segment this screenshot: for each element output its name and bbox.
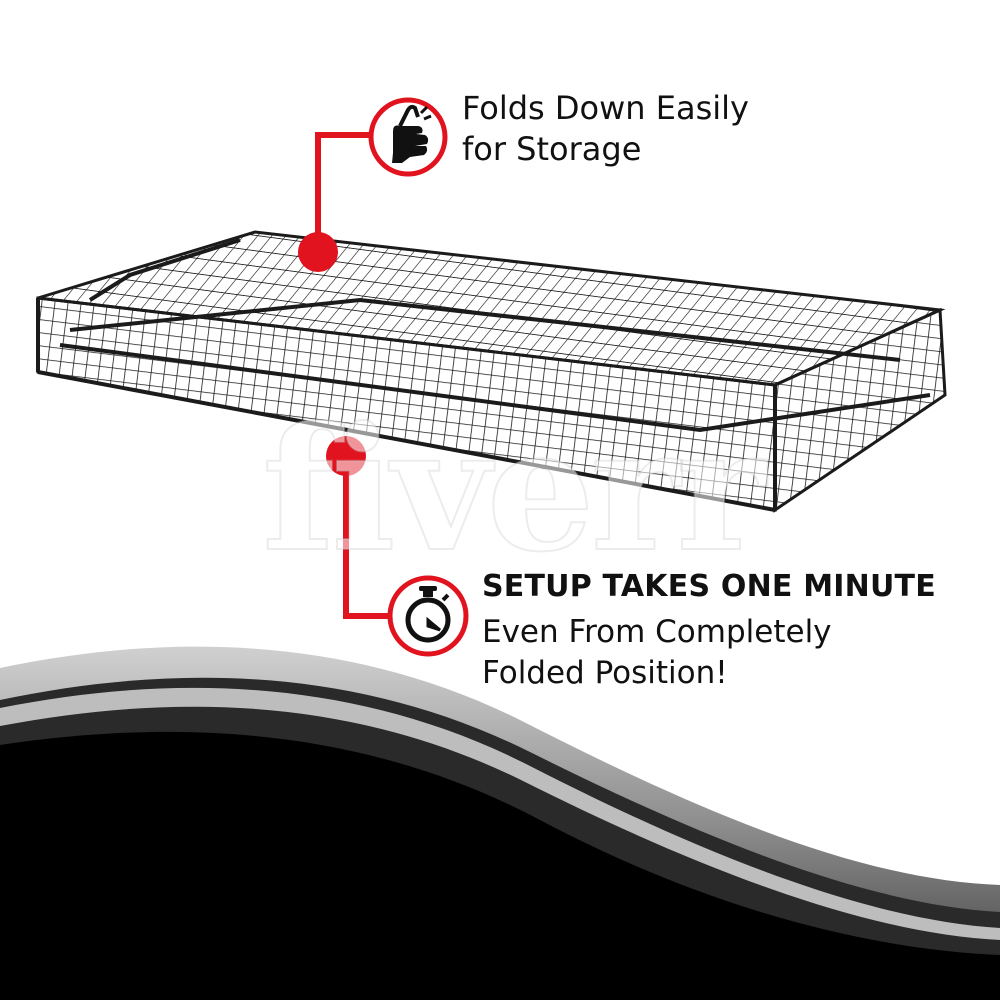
top-callout-leader xyxy=(298,132,370,272)
bottom-callout-dot xyxy=(326,436,366,476)
bottom-callout-heading: SETUP TAKES ONE MINUTE xyxy=(482,569,936,604)
stopwatch-icon xyxy=(387,575,469,657)
bottom-callout-text: SETUP TAKES ONE MINUTE Even From Complet… xyxy=(482,568,936,694)
top-callout-line: for Storage xyxy=(462,129,642,168)
bottom-callout-line: Even From Completely xyxy=(482,614,832,651)
pinch-hand-icon xyxy=(368,97,448,177)
folded-wire-cage xyxy=(36,230,947,513)
bottom-wave-bands xyxy=(0,646,1000,1000)
cage-fold-line xyxy=(88,238,241,302)
black-wave-band xyxy=(0,731,1000,1000)
light-wave-stripe xyxy=(0,687,1000,940)
top-callout-text: Folds Down Easily for Storage xyxy=(462,88,749,170)
cage-edge xyxy=(37,370,776,512)
top-callout-dot xyxy=(298,232,338,272)
bottom-callout-line: Folded Position! xyxy=(482,655,728,692)
watermark: fiverr xyxy=(261,390,767,590)
cage-fold-line xyxy=(59,343,931,433)
cage-fold-line xyxy=(69,297,901,362)
bottom-callout-leader xyxy=(326,436,388,619)
top-callout-line: Folds Down Easily xyxy=(462,89,749,127)
